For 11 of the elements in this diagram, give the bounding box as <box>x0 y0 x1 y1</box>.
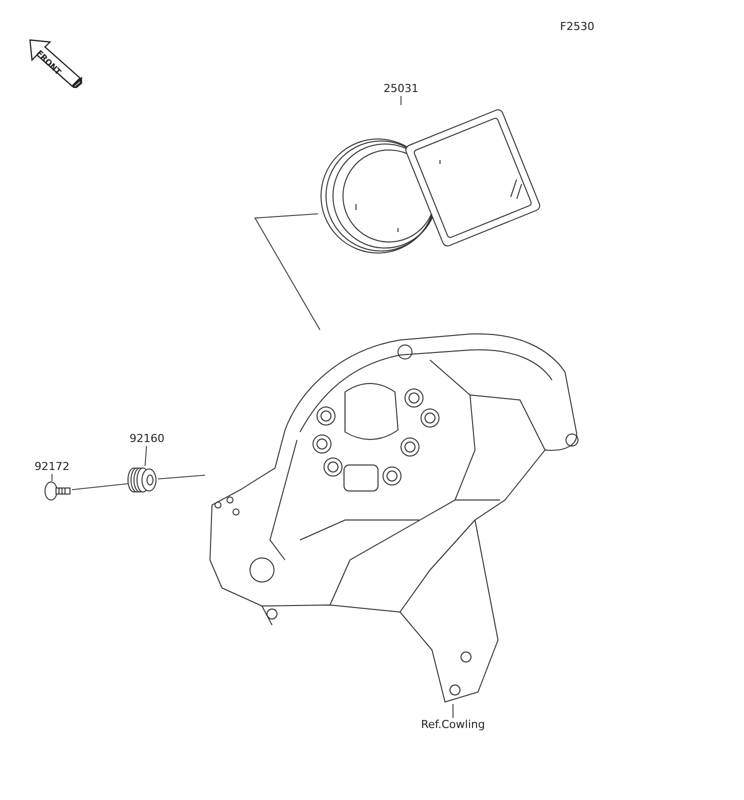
leader-line <box>452 704 454 718</box>
drawing-code: F2530 <box>560 20 594 34</box>
leader-line <box>400 96 402 106</box>
leader-line <box>144 446 147 466</box>
reference-note: Ref.Cowling <box>411 718 495 733</box>
grommet-drawing <box>130 466 158 494</box>
part-number: 92160 <box>124 432 170 446</box>
bolt-drawing <box>42 481 72 501</box>
part-number: 25031 <box>377 82 425 96</box>
leader-line <box>158 474 206 480</box>
part-number: 92172 <box>29 460 75 474</box>
